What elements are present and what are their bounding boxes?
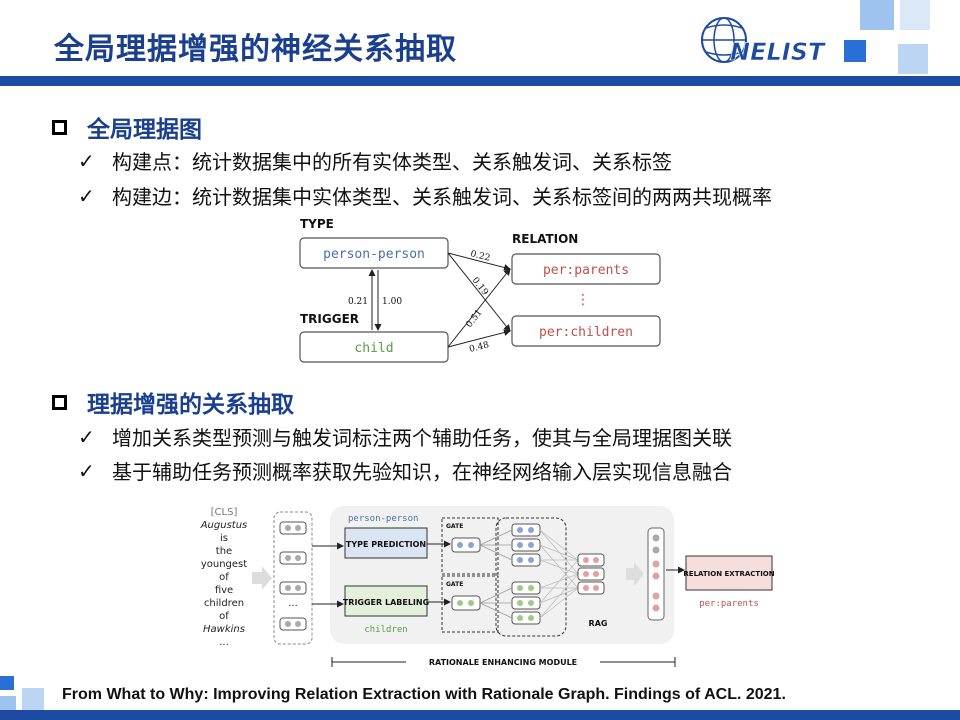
trigger-label: TRIGGER — [300, 312, 359, 326]
edge-weight-label: 0.19 — [470, 276, 490, 298]
bullet-item: ✓ 构建点：统计数据集中的所有实体类型、关系触发词、关系标签 — [78, 146, 672, 175]
trigger-text: children — [364, 625, 407, 635]
relation-node-label: per:children — [539, 325, 633, 340]
edge-weight-label: 0.48 — [468, 340, 490, 355]
gate-label: GATE — [446, 581, 463, 588]
citation: From What to Why: Improving Relation Ext… — [62, 686, 786, 703]
token: is — [220, 533, 228, 544]
encoder-box — [273, 511, 313, 645]
footer-rule — [0, 710, 960, 720]
bullet-text: 构建边：统计数据集中实体类型、关系触发词、关系标签间的两两共现概率 — [112, 185, 772, 209]
decor-square — [844, 40, 866, 62]
section-heading: 理据增强的关系抽取 — [52, 385, 294, 419]
globe-icon — [701, 17, 747, 63]
edge-weight-label: 0.21 — [348, 297, 368, 307]
relation-node-label: per:parents — [543, 263, 629, 278]
token: Augustus — [200, 520, 248, 531]
arrow-icon — [252, 566, 272, 590]
trigger-labeling-label: TRIGGER LABELING — [343, 598, 429, 607]
rag-output-cells — [577, 553, 605, 595]
bullet-text: 基于辅助任务预测概率获取先验知识，在神经网络输入层实现信息融合 — [112, 460, 732, 484]
decor-square — [900, 0, 930, 30]
bullet-item: ✓ 基于辅助任务预测概率获取先验知识，在神经网络输入层实现信息融合 — [78, 456, 732, 485]
token: Hawkins — [203, 624, 245, 635]
rag-green-cells — [511, 581, 541, 625]
rag-region — [495, 517, 567, 637]
relation-node-parents — [511, 253, 661, 285]
nelist-logo: NELIST — [701, 17, 826, 66]
gate-box — [441, 517, 499, 575]
checkmark-icon: ✓ — [78, 183, 95, 208]
decor-square — [0, 676, 14, 690]
token: [CLS] — [211, 507, 238, 518]
encoder-cells — [279, 521, 307, 631]
gate-box — [441, 575, 499, 633]
relation-label: RELATION — [512, 232, 578, 246]
trigger-labeling-box — [344, 585, 428, 617]
relation-extraction-label: RELATION EXTRACTION — [683, 570, 774, 578]
token: ... — [219, 637, 229, 648]
rationale-graph: TYPE TRIGGER RELATION person-person chil… — [299, 217, 661, 363]
header-rule — [0, 76, 960, 86]
slide-title: 全局理据增强的神经关系抽取 — [54, 32, 457, 67]
section-heading-text: 全局理据图 — [87, 117, 202, 143]
token: of — [219, 572, 229, 583]
module-background — [330, 506, 674, 644]
token: the — [216, 546, 232, 557]
rag-label: RAG — [589, 619, 608, 628]
bullet-text: 构建点：统计数据集中的所有实体类型、关系触发词、关系标签 — [112, 150, 672, 174]
type-label: TYPE — [300, 217, 334, 231]
checkmark-icon: ✓ — [78, 148, 95, 173]
decor-square — [0, 696, 16, 712]
rag-blue-cells — [511, 523, 541, 567]
bullet-item: ✓ 增加关系类型预测与触发词标注两个辅助任务，使其与全局理据图关联 — [78, 422, 732, 451]
relation-node-children — [511, 315, 661, 347]
encoder-ellipsis: ... — [288, 598, 298, 609]
checkmark-icon: ✓ — [78, 424, 95, 449]
logo-text: NELIST — [730, 38, 826, 66]
section-heading-text: 理据增强的关系抽取 — [87, 392, 294, 418]
section-heading: 全局理据图 — [52, 110, 202, 144]
input-tokens: [CLS] Augustus is the youngest of five c… — [200, 507, 248, 648]
relation-extraction-box — [685, 555, 773, 591]
model-architecture: [CLS] Augustus is the youngest of five c… — [200, 506, 775, 668]
decor-square — [22, 688, 44, 710]
module-label: RATIONALE ENHANCING MODULE — [429, 658, 577, 667]
decor-square — [860, 0, 894, 30]
type-prediction-label: TYPE PREDICTION — [346, 540, 426, 549]
token: children — [204, 598, 244, 609]
token: of — [219, 611, 229, 622]
trigger-node-label: child — [354, 341, 393, 356]
relation-ellipsis: ⋮ — [576, 292, 590, 308]
edge-trigger-parents — [447, 268, 511, 348]
type-prediction-box — [344, 527, 428, 559]
edge-type-children — [447, 252, 511, 332]
gate-label: GATE — [446, 523, 463, 530]
token: youngest — [201, 559, 247, 570]
edge-type-parents — [447, 252, 511, 271]
edge-weight-label: 0.22 — [469, 249, 491, 264]
decor-square — [898, 44, 928, 74]
type-pred-text: person-person — [348, 514, 418, 524]
square-bullet-icon — [52, 394, 67, 410]
type-node-label: person-person — [323, 247, 425, 262]
square-bullet-icon — [52, 119, 67, 135]
arrow-icon — [626, 562, 644, 586]
bullet-text: 增加关系类型预测与触发词标注两个辅助任务，使其与全局理据图关联 — [112, 426, 732, 450]
rag-connections — [539, 529, 579, 619]
checkmark-icon: ✓ — [78, 458, 95, 483]
bullet-item: ✓ 构建边：统计数据集中实体类型、关系触发词、关系标签间的两两共现概率 — [78, 181, 772, 210]
output-label: per:parents — [699, 599, 759, 609]
edge-weight-label: 0.51 — [464, 308, 484, 330]
token: five — [215, 585, 233, 596]
edge-trigger-children — [447, 329, 511, 348]
edge-weight-label: 1.00 — [382, 297, 402, 307]
